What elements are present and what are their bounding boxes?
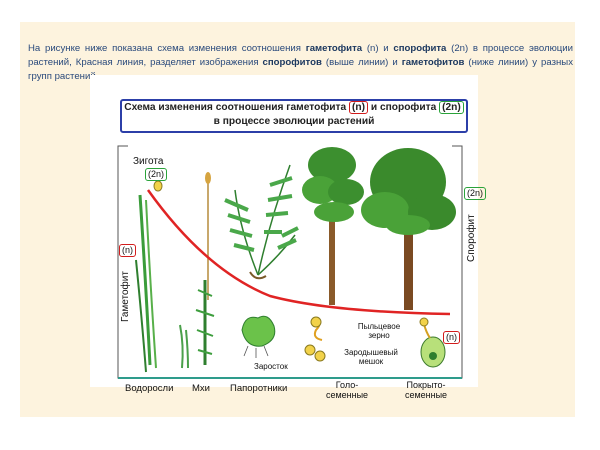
frame-bracket xyxy=(117,145,128,379)
term-gametophytes: гаметофитов xyxy=(401,57,465,68)
sporophyte-axis-label: Спорофит xyxy=(466,214,477,262)
gymnosperm-icon xyxy=(302,147,364,341)
intro-paragraph: На рисунке ниже показана схема изменения… xyxy=(28,42,573,84)
prothallus-label: Заросток xyxy=(254,362,288,371)
moss-icon xyxy=(179,172,215,369)
pollen-icon xyxy=(304,344,326,362)
pollen-label: Пыльцевое зерно xyxy=(357,322,401,340)
algae-icon xyxy=(135,194,157,373)
group-label-gymnosperms: Голо-семенные xyxy=(325,380,369,400)
term-gametophyte: гаметофита xyxy=(305,43,363,54)
group-label-algae: Водоросли xyxy=(125,383,174,394)
sporophyte-ploidy-badge: (2n) xyxy=(464,187,487,200)
term-sporophyte: спорофита xyxy=(393,43,447,54)
intro-text-5: (ниже линии) у разных групп растений. xyxy=(28,57,573,82)
gametophyte-ploidy-badge: (n) xyxy=(119,244,136,257)
zygote-icon xyxy=(153,180,163,192)
figure-title: Схема изменения соотношения гаметофита (… xyxy=(120,99,468,133)
right-ploidy-wrap: (n) xyxy=(443,331,460,344)
prothallus-icon xyxy=(241,315,276,358)
title-text-b: и спорофита xyxy=(368,102,440,113)
gametophyte-axis-label: Гаметофит xyxy=(120,271,131,322)
group-label-ferns: Папоротники xyxy=(230,383,288,394)
term-sporophytes: спорофитов xyxy=(262,57,322,68)
embryo-sac-label: Зародышевый мешок xyxy=(344,348,398,366)
angiosperm-icon xyxy=(361,148,456,368)
intro-text-1: На рисунке ниже показана схема изменения… xyxy=(28,43,306,54)
zygote-ploidy-badge: (2n) xyxy=(145,168,168,181)
intro-text-3: (2n) в процессе эволюции растений, Красн… xyxy=(28,43,573,68)
right-ploidy-badge: (n) xyxy=(443,331,460,344)
group-label-mosses: Мхи xyxy=(192,383,210,394)
title-text-a: Схема изменения соотношения гаметофита xyxy=(124,102,349,113)
group-label-angiosperms: Покрыто-семенные xyxy=(404,380,448,400)
zygote-label: Зигота xyxy=(133,156,164,167)
zygote-ploidy-wrap: (2n) xyxy=(145,168,168,181)
intro-text-4: (выше линии) и xyxy=(321,57,402,68)
gametophyte-ploidy-wrap: (n) xyxy=(119,244,136,257)
title-2n-badge: (2n) xyxy=(439,101,464,114)
sporophyte-ploidy-wrap: (2n) xyxy=(464,187,487,200)
title-line-2: в процессе эволюции растений xyxy=(213,116,375,127)
fern-icon xyxy=(224,164,299,280)
title-n-badge: (n) xyxy=(349,101,369,114)
evolution-divider-line xyxy=(146,189,451,316)
intro-text-2: (n) и xyxy=(362,43,394,54)
